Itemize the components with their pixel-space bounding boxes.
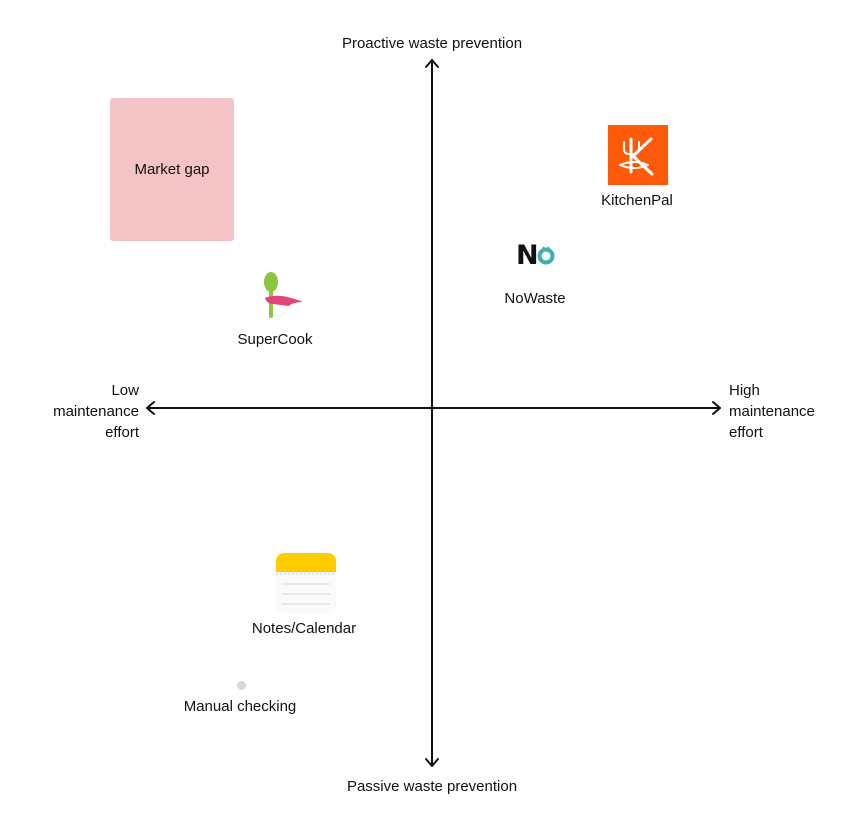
market-gap-label: Market gap [134, 161, 210, 178]
axis-label-bottom: Passive waste prevention [346, 778, 518, 795]
axis-label-top: Proactive waste prevention [341, 35, 523, 52]
arrow-left-icon [146, 401, 155, 415]
nowaste-label: NoWaste [504, 290, 566, 307]
market-gap-box: Market gap [110, 98, 234, 241]
axis-label-left: Low maintenance effort [53, 382, 139, 441]
supercook-label: SuperCook [237, 331, 313, 348]
dot-icon [237, 681, 246, 690]
arrow-down-icon [425, 758, 439, 767]
nowaste-logo-icon: N [505, 225, 565, 285]
manual-label: Manual checking [183, 698, 297, 715]
notes-app-icon [276, 553, 336, 613]
nowaste-logo-letter: N [516, 240, 539, 271]
notes-label: Notes/Calendar [251, 620, 357, 637]
supercook-spoon-icon [255, 270, 305, 322]
arrow-up-icon [425, 59, 439, 68]
axis-label-right: High maintenance effort [729, 382, 815, 441]
arrow-right-icon [712, 401, 721, 415]
kitchenpal-label: KitchenPal [601, 192, 673, 209]
kitchenpal-logo-icon [608, 125, 668, 185]
